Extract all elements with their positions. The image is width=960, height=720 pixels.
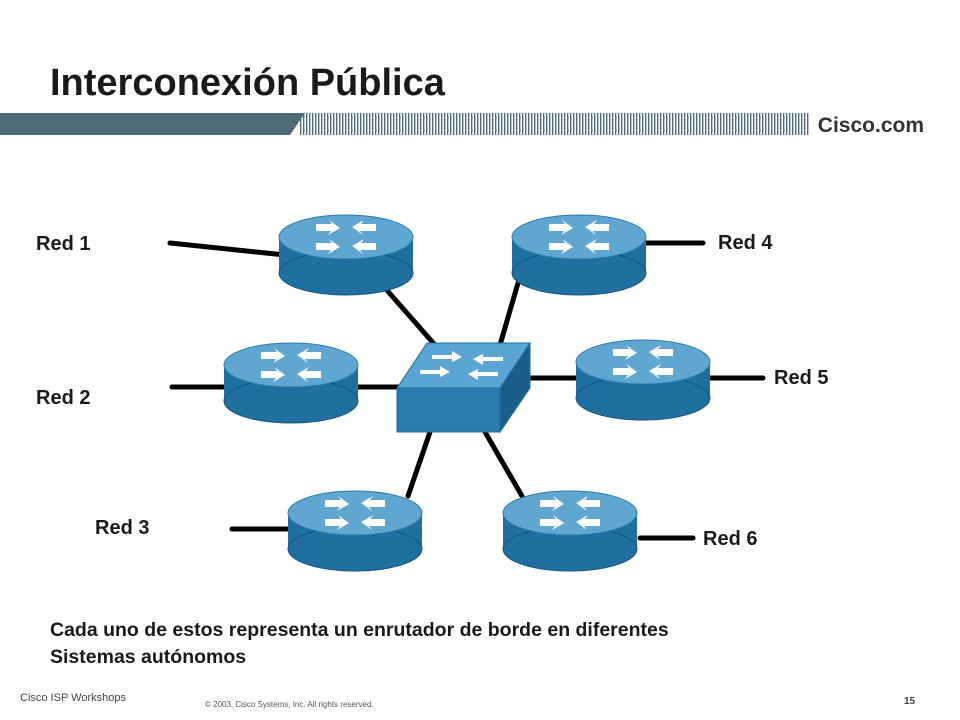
link-switch-router3	[405, 429, 433, 499]
network-label-red6: Red 6	[703, 528, 758, 550]
caption-line-1: Cada uno de estos representa un enrutado…	[50, 619, 669, 641]
slide-title: Interconexión Pública	[50, 62, 445, 104]
network-label-red1: Red 1	[36, 233, 91, 255]
network-label-red5: Red 5	[774, 367, 829, 389]
router-6-icon	[503, 491, 637, 571]
link-switch-router4	[497, 280, 521, 348]
router-4-icon	[512, 215, 646, 295]
footer-workshop-label: Cisco ISP Workshops	[20, 692, 126, 704]
network-label-red2: Red 2	[36, 387, 91, 409]
network-label-red3: Red 3	[95, 517, 150, 539]
link-red1	[167, 240, 288, 258]
router-3-icon	[288, 491, 422, 571]
slide-caption: Cada uno de estos representa un enrutado…	[50, 617, 870, 671]
router-1-icon	[279, 215, 413, 295]
switch-icon	[396, 341, 531, 434]
link-lines	[167, 240, 766, 541]
header-stripe-bar	[0, 113, 810, 135]
router-5-icon	[576, 340, 710, 420]
link-switch-router1	[382, 285, 438, 348]
footer-copyright: © 2003, Cisco Systems, Inc. All rights r…	[205, 700, 374, 709]
router-2-icon	[224, 343, 358, 423]
cisco-brand-logo: Cisco.com	[817, 114, 924, 137]
link-switch-router6	[482, 429, 525, 499]
caption-line-2: Sistemas autónomos	[50, 646, 247, 668]
network-label-red4: Red 4	[718, 232, 773, 254]
page-number: 15	[904, 696, 916, 707]
